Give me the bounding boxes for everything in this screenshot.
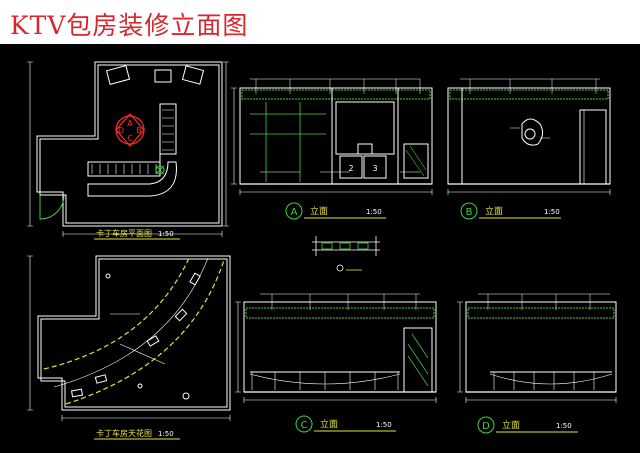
plan-inner-wall — [39, 64, 220, 224]
curved-bench — [87, 161, 177, 197]
tv-cabinet-2 — [154, 69, 172, 83]
compass-letter-c: C — [127, 134, 133, 143]
elevation-c-label: 立面 — [320, 418, 338, 430]
ceiling-plan-title-text: 卡丁车房天花图 — [96, 428, 152, 438]
elevation-b-scale: 1:50 — [544, 208, 560, 216]
elevation-a-letter: A — [291, 207, 298, 218]
elevation-a-drawing: 2 3 — [231, 78, 433, 195]
elevation-a-title: A 立面 1:50 — [285, 202, 386, 220]
elevation-d-drawing — [457, 293, 617, 403]
elevation-b-letter: B — [466, 207, 473, 218]
cabinet-number-3: 3 — [372, 164, 377, 173]
floor-plan-title-text: 卡丁车房平面图 — [96, 228, 152, 238]
elev-c-ceiling-band — [245, 307, 435, 319]
plant-icon — [155, 165, 165, 175]
tv-cabinet-3 — [181, 65, 205, 85]
l-sofa — [87, 103, 177, 177]
detail-section — [312, 236, 380, 272]
cad-drawing: A B C D 卡丁车房平面图 1:50 卡丁车房天花图 1:50 — [27, 61, 617, 440]
curved-track-inner — [43, 255, 191, 370]
ceiling-plan-title: 卡丁车房天花图 1:50 — [94, 428, 180, 440]
cabinet-number-2: 2 — [348, 164, 353, 173]
elevation-c-scale: 1:50 — [376, 421, 392, 429]
elevation-a-label: 立面 — [310, 205, 328, 217]
ceiling-plan-scale: 1:50 — [158, 430, 174, 438]
compass-letter-d: D — [118, 126, 124, 135]
elev-b-ceiling-band — [449, 89, 609, 100]
floor-plan — [27, 61, 229, 237]
elevation-c-drawing — [235, 293, 437, 403]
page-title: KTV包房装修立面图 — [10, 11, 249, 40]
ceiling-plan — [27, 255, 231, 421]
elevation-a-scale: 1:50 — [366, 208, 382, 216]
elev-a-screen — [335, 101, 395, 155]
elevation-d-letter: D — [482, 421, 490, 432]
elev-b-kart-graphic — [521, 118, 544, 146]
ceiling-outer-wall — [37, 255, 231, 411]
plan-outer-wall — [36, 61, 223, 227]
cad-drawing-canvas: A B C D 卡丁车房平面图 1:50 卡丁车房天花图 1:50 — [0, 44, 640, 453]
elevation-d-label: 立面 — [502, 419, 520, 431]
elevation-b-title: B 立面 1:50 — [460, 202, 561, 220]
floor-plan-scale: 1:50 — [158, 230, 174, 238]
elevation-d-title: D 立面 1:50 — [477, 416, 578, 434]
tv-cabinet-1 — [105, 65, 131, 85]
elevation-b-drawing — [447, 78, 611, 195]
floor-plan-title: 卡丁车房平面图 1:50 — [94, 228, 180, 240]
elevation-c-title: C 立面 1:50 — [295, 415, 396, 433]
curved-track-outer — [65, 259, 225, 405]
elev-a-ceiling-band — [241, 89, 431, 100]
compass-letter-b: B — [136, 126, 142, 135]
elevation-c-letter: C — [301, 420, 308, 431]
plan-door — [39, 194, 65, 220]
title-bar: KTV包房装修立面图 — [0, 0, 640, 44]
elevation-compass: A B C D — [115, 113, 145, 147]
elevation-d-scale: 1:50 — [556, 422, 572, 430]
compass-letter-a: A — [127, 119, 133, 128]
elevation-b-label: 立面 — [485, 205, 503, 217]
elev-d-ceiling-band — [467, 307, 615, 319]
elev-c-door — [403, 327, 433, 393]
